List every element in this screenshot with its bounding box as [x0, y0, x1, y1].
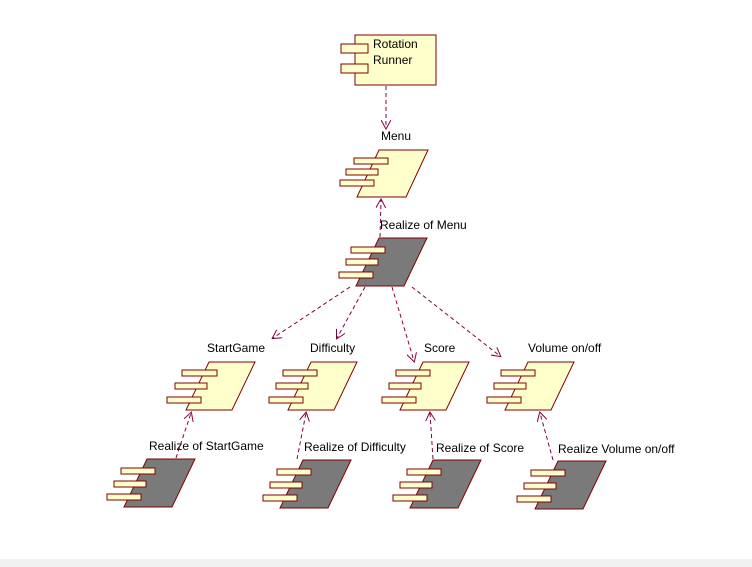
realize-difficulty-component[interactable]: Realize of Difficulty	[262, 440, 406, 509]
difficulty-label: Difficulty	[310, 341, 355, 355]
volume-component[interactable]: Volume on/off	[486, 341, 602, 411]
arrow-realize-difficulty-to-difficulty	[296, 413, 306, 460]
arrow-realize-volume-to-volume	[540, 413, 554, 461]
realize-score-label: Realize of Score	[436, 441, 524, 455]
realize-startgame-component[interactable]: Realize of StartGame	[106, 439, 264, 508]
arrow-realize-score-to-score	[430, 413, 433, 460]
arrow-realize-menu-to-difficulty	[337, 286, 366, 338]
dependency-arrows	[175, 86, 554, 461]
startgame-component[interactable]: StartGame	[166, 341, 265, 411]
difficulty-component[interactable]: Difficulty	[268, 341, 358, 411]
volume-label: Volume on/off	[528, 341, 602, 355]
arrow-realize-startgame-to-startgame	[175, 413, 191, 459]
score-label: Score	[424, 341, 456, 355]
arrow-realize-menu-to-volume	[411, 286, 500, 356]
realize-menu-component[interactable]: Realize of Menu	[338, 218, 467, 287]
realize-difficulty-label: Realize of Difficulty	[304, 440, 406, 454]
realize-volume-label: Realize Volume on/off	[558, 442, 675, 456]
realize-score-component[interactable]: Realize of Score	[392, 441, 524, 509]
score-component[interactable]: Score	[381, 341, 470, 411]
menu-component[interactable]: Menu	[339, 129, 429, 198]
rotation-runner-label-line2: Runner	[373, 53, 412, 67]
rotation-runner-label-line1: Rotation	[373, 37, 418, 51]
arrow-realize-menu-to-startgame	[273, 286, 351, 338]
arrow-realize-menu-to-menu	[380, 200, 381, 238]
menu-label: Menu	[381, 129, 411, 143]
bottom-edge-bar	[0, 559, 752, 567]
rotation-runner-component[interactable]: Rotation Runner	[340, 34, 437, 86]
realize-startgame-label: Realize of StartGame	[149, 439, 264, 453]
realize-volume-component[interactable]: Realize Volume on/off	[516, 442, 675, 510]
arrow-realize-menu-to-score	[391, 286, 414, 361]
realize-menu-label: Realize of Menu	[380, 218, 467, 232]
startgame-label: StartGame	[207, 341, 265, 355]
